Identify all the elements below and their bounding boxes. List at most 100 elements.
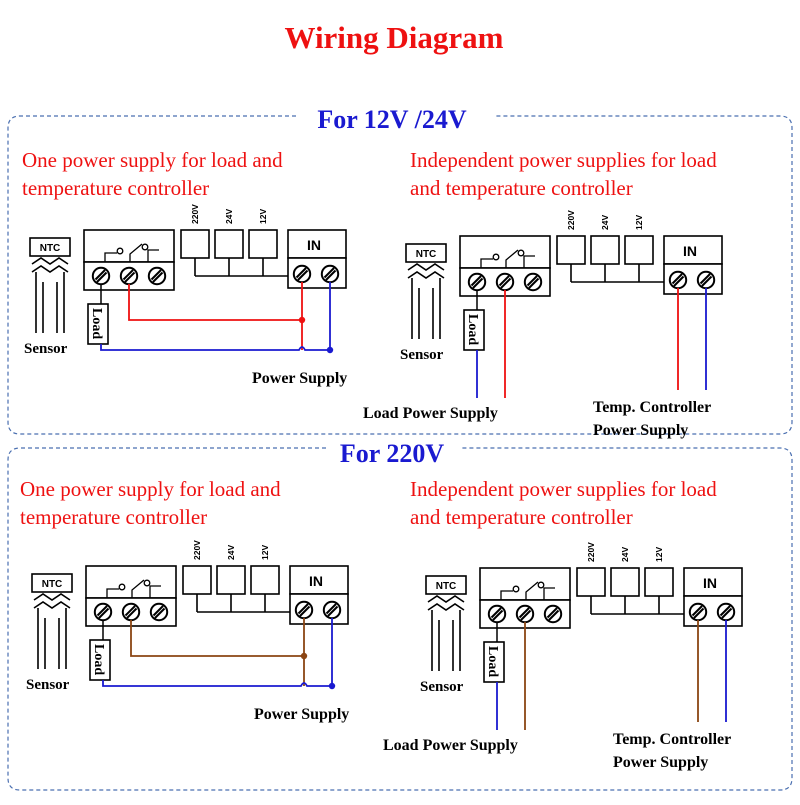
screw-terminal-icon [668,270,688,290]
ntc-label: NTC [416,249,437,260]
ntc-sensor-icon: NTC [405,243,447,339]
voltage-label: 12V [654,547,664,562]
section-title-220v: For 220V [340,439,444,468]
load-power-supply-label: Load Power Supply [363,405,498,422]
relay-contact-icon [104,243,159,262]
load-label: Load [465,314,480,345]
screw-terminal-icon [495,272,515,292]
panel-subtitle-line1: Independent power supplies for load [410,148,717,172]
panel-subtitle-line1: One power supply for load and [22,148,283,172]
junction-dot [300,652,308,660]
junction-dot [328,682,336,690]
voltage-label: 12V [258,209,268,224]
power-supply-label: Power Supply [252,370,347,387]
section-frame-220v [7,447,793,791]
screw-terminal-icon [467,272,487,292]
in-label: IN [703,575,717,591]
relay-contact-icon [500,581,555,600]
ntc-sensor-icon: NTC [31,573,73,669]
voltage-box [216,565,246,595]
temp-controller-label: Temp. Controller [593,399,711,416]
relay-contact-point [537,581,545,589]
voltage-label: 220V [566,210,576,230]
relay-contact-point [116,247,124,255]
temp-controller-power-label: Power Supply [613,754,708,771]
voltage-label: 220V [192,540,202,560]
load-box: Load [463,309,485,351]
power-supply-label: Power Supply [254,706,349,723]
voltage-box [214,229,244,259]
screw-terminal-icon [149,602,169,622]
panel-subtitle-line2: temperature controller [22,176,209,200]
screw-terminal-icon [515,604,535,624]
screw-terminal-icon [91,266,111,286]
load-label: Load [89,308,104,339]
power-input-block: IN [287,229,347,289]
relay-contact-icon [480,249,535,268]
power-input-block: IN [663,235,723,295]
voltage-label: 220V [190,204,200,224]
screw-terminal-icon [523,272,543,292]
voltage-box [624,235,654,265]
sensor-label: Sensor [420,679,464,695]
sensor-label: Sensor [400,347,444,363]
load-box: Load [89,639,111,681]
screw-terminal-icon [487,604,507,624]
power-input-block: IN [683,567,743,627]
panel-subtitle-line1: One power supply for load and [20,477,281,501]
wire-hot [130,620,304,657]
screw-terminal-icon [147,266,167,286]
voltage-label: 24V [224,209,234,224]
relay-contact-point [492,253,500,261]
voltage-box [590,235,620,265]
voltage-label: 220V [586,542,596,562]
sensor-label: Sensor [24,341,68,357]
section-title-12-24v: For 12V /24V [317,105,466,134]
wire-hot [128,284,302,321]
page-title: Wiring Diagram [285,20,504,55]
panel-subtitle-line2: and temperature controller [410,505,633,529]
in-label: IN [683,243,697,259]
voltage-box [610,567,640,597]
screw-terminal-icon [292,264,312,284]
junction-dot [298,316,306,324]
temp-controller-power-label: Power Supply [593,422,688,439]
screw-terminal-icon [119,266,139,286]
panel-subtitle-line1: Independent power supplies for load [410,477,717,501]
load-box: Load [483,641,505,683]
relay-contact-point [141,243,149,251]
voltage-label: 24V [600,215,610,230]
panel-subtitle-line2: and temperature controller [410,176,633,200]
voltage-box [250,565,280,595]
power-input-block: IN [289,565,349,625]
wire-neutral [102,680,332,687]
screw-terminal-icon [322,600,342,620]
voltage-box [576,567,606,597]
voltage-box [556,235,586,265]
relay-terminal-block [83,229,175,291]
screw-terminal-icon [688,602,708,622]
screw-terminal-icon [716,602,736,622]
screw-terminal-icon [543,604,563,624]
ntc-sensor-icon: NTC [425,575,467,671]
load-box: Load [87,303,109,345]
section-frame-12-24v [7,115,793,435]
relay-contact-icon [106,579,161,598]
voltage-box [644,567,674,597]
load-label: Load [91,644,106,675]
wire-neutral [100,344,330,351]
sensor-label: Sensor [26,677,70,693]
screw-terminal-icon [93,602,113,622]
voltage-label: 12V [260,545,270,560]
ntc-sensor-icon: NTC [29,237,71,333]
screw-terminal-icon [696,270,716,290]
relay-terminal-block [85,565,177,627]
